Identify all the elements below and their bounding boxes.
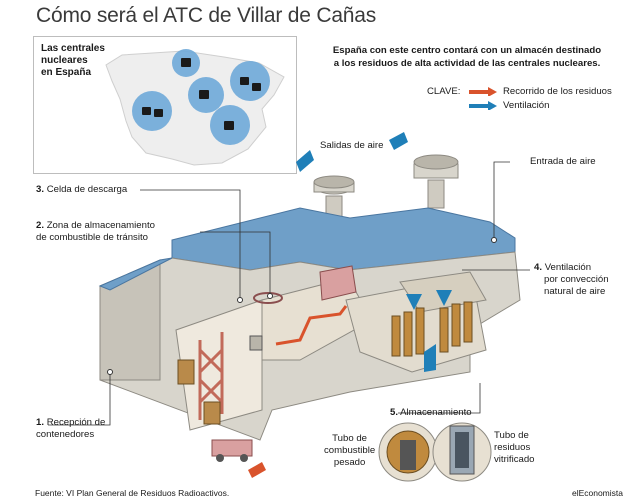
orange-arrow-icon bbox=[469, 87, 497, 96]
transport-truck bbox=[211, 439, 253, 462]
air-exit-arrow bbox=[389, 132, 408, 150]
heavy-fuel-tube-detail bbox=[378, 422, 438, 482]
page-title: Cómo será el ATC de Villar de Cañas bbox=[36, 4, 377, 27]
storage-tubes bbox=[391, 301, 473, 357]
ventilation-arrow bbox=[424, 344, 436, 372]
ventilation-arrow bbox=[406, 294, 422, 310]
chimney-right bbox=[413, 154, 459, 209]
nuclear-plant-area bbox=[132, 91, 172, 131]
ventilation-label: 4. Ventilación por convección natural de… bbox=[534, 262, 609, 297]
intro-text: España con este centro contará con un al… bbox=[332, 45, 602, 69]
source-note: Fuente: VI Plan General de Residuos Radi… bbox=[35, 488, 230, 498]
map-label: Las centrales nucleares en España bbox=[41, 43, 105, 78]
transfer-cell bbox=[319, 265, 357, 301]
left-roof bbox=[98, 257, 173, 291]
blue-arrow-icon bbox=[469, 101, 497, 110]
legend-item-waste-path: Recorrido de los residuos bbox=[469, 86, 612, 97]
container bbox=[177, 359, 195, 385]
leader-lines bbox=[48, 161, 530, 426]
air-exit-arrow bbox=[296, 150, 314, 172]
truss-structure bbox=[198, 332, 224, 420]
container-reception-label: 1. Recepción de contenedores bbox=[36, 417, 106, 440]
spain-map bbox=[105, 49, 285, 166]
reception-bay bbox=[175, 299, 263, 431]
air-exit-label: Salidas de aire bbox=[320, 140, 384, 151]
storage-label: 5. Almacenamiento bbox=[390, 407, 472, 418]
container bbox=[203, 401, 221, 425]
legend-item-ventilation: Ventilación bbox=[469, 100, 549, 111]
unloading-cell-label: 3. Celda de descarga bbox=[36, 184, 128, 195]
container-small bbox=[249, 335, 263, 351]
crane-ring bbox=[253, 292, 283, 304]
legend-title: CLAVE: bbox=[427, 86, 461, 97]
ventilation-arrow bbox=[436, 290, 452, 306]
truck-entry-arrow bbox=[248, 462, 266, 478]
publisher-brand: elEconomista bbox=[571, 488, 623, 498]
transit-storage-label: 2. Zona de almacenamiento de combustible… bbox=[36, 220, 155, 243]
heavy-fuel-tube-label: Tubo de combustible pesado bbox=[324, 433, 376, 468]
spain-map-inset: Las centrales nucleares en España bbox=[33, 36, 297, 174]
waste-path bbox=[275, 305, 348, 346]
vitrified-waste-tube-detail bbox=[432, 422, 492, 482]
vitrified-waste-tube-label: Tubo de residuos vitrificado bbox=[494, 430, 535, 465]
plant-icons bbox=[142, 58, 261, 130]
air-intake-label: Entrada de aire bbox=[530, 156, 596, 167]
